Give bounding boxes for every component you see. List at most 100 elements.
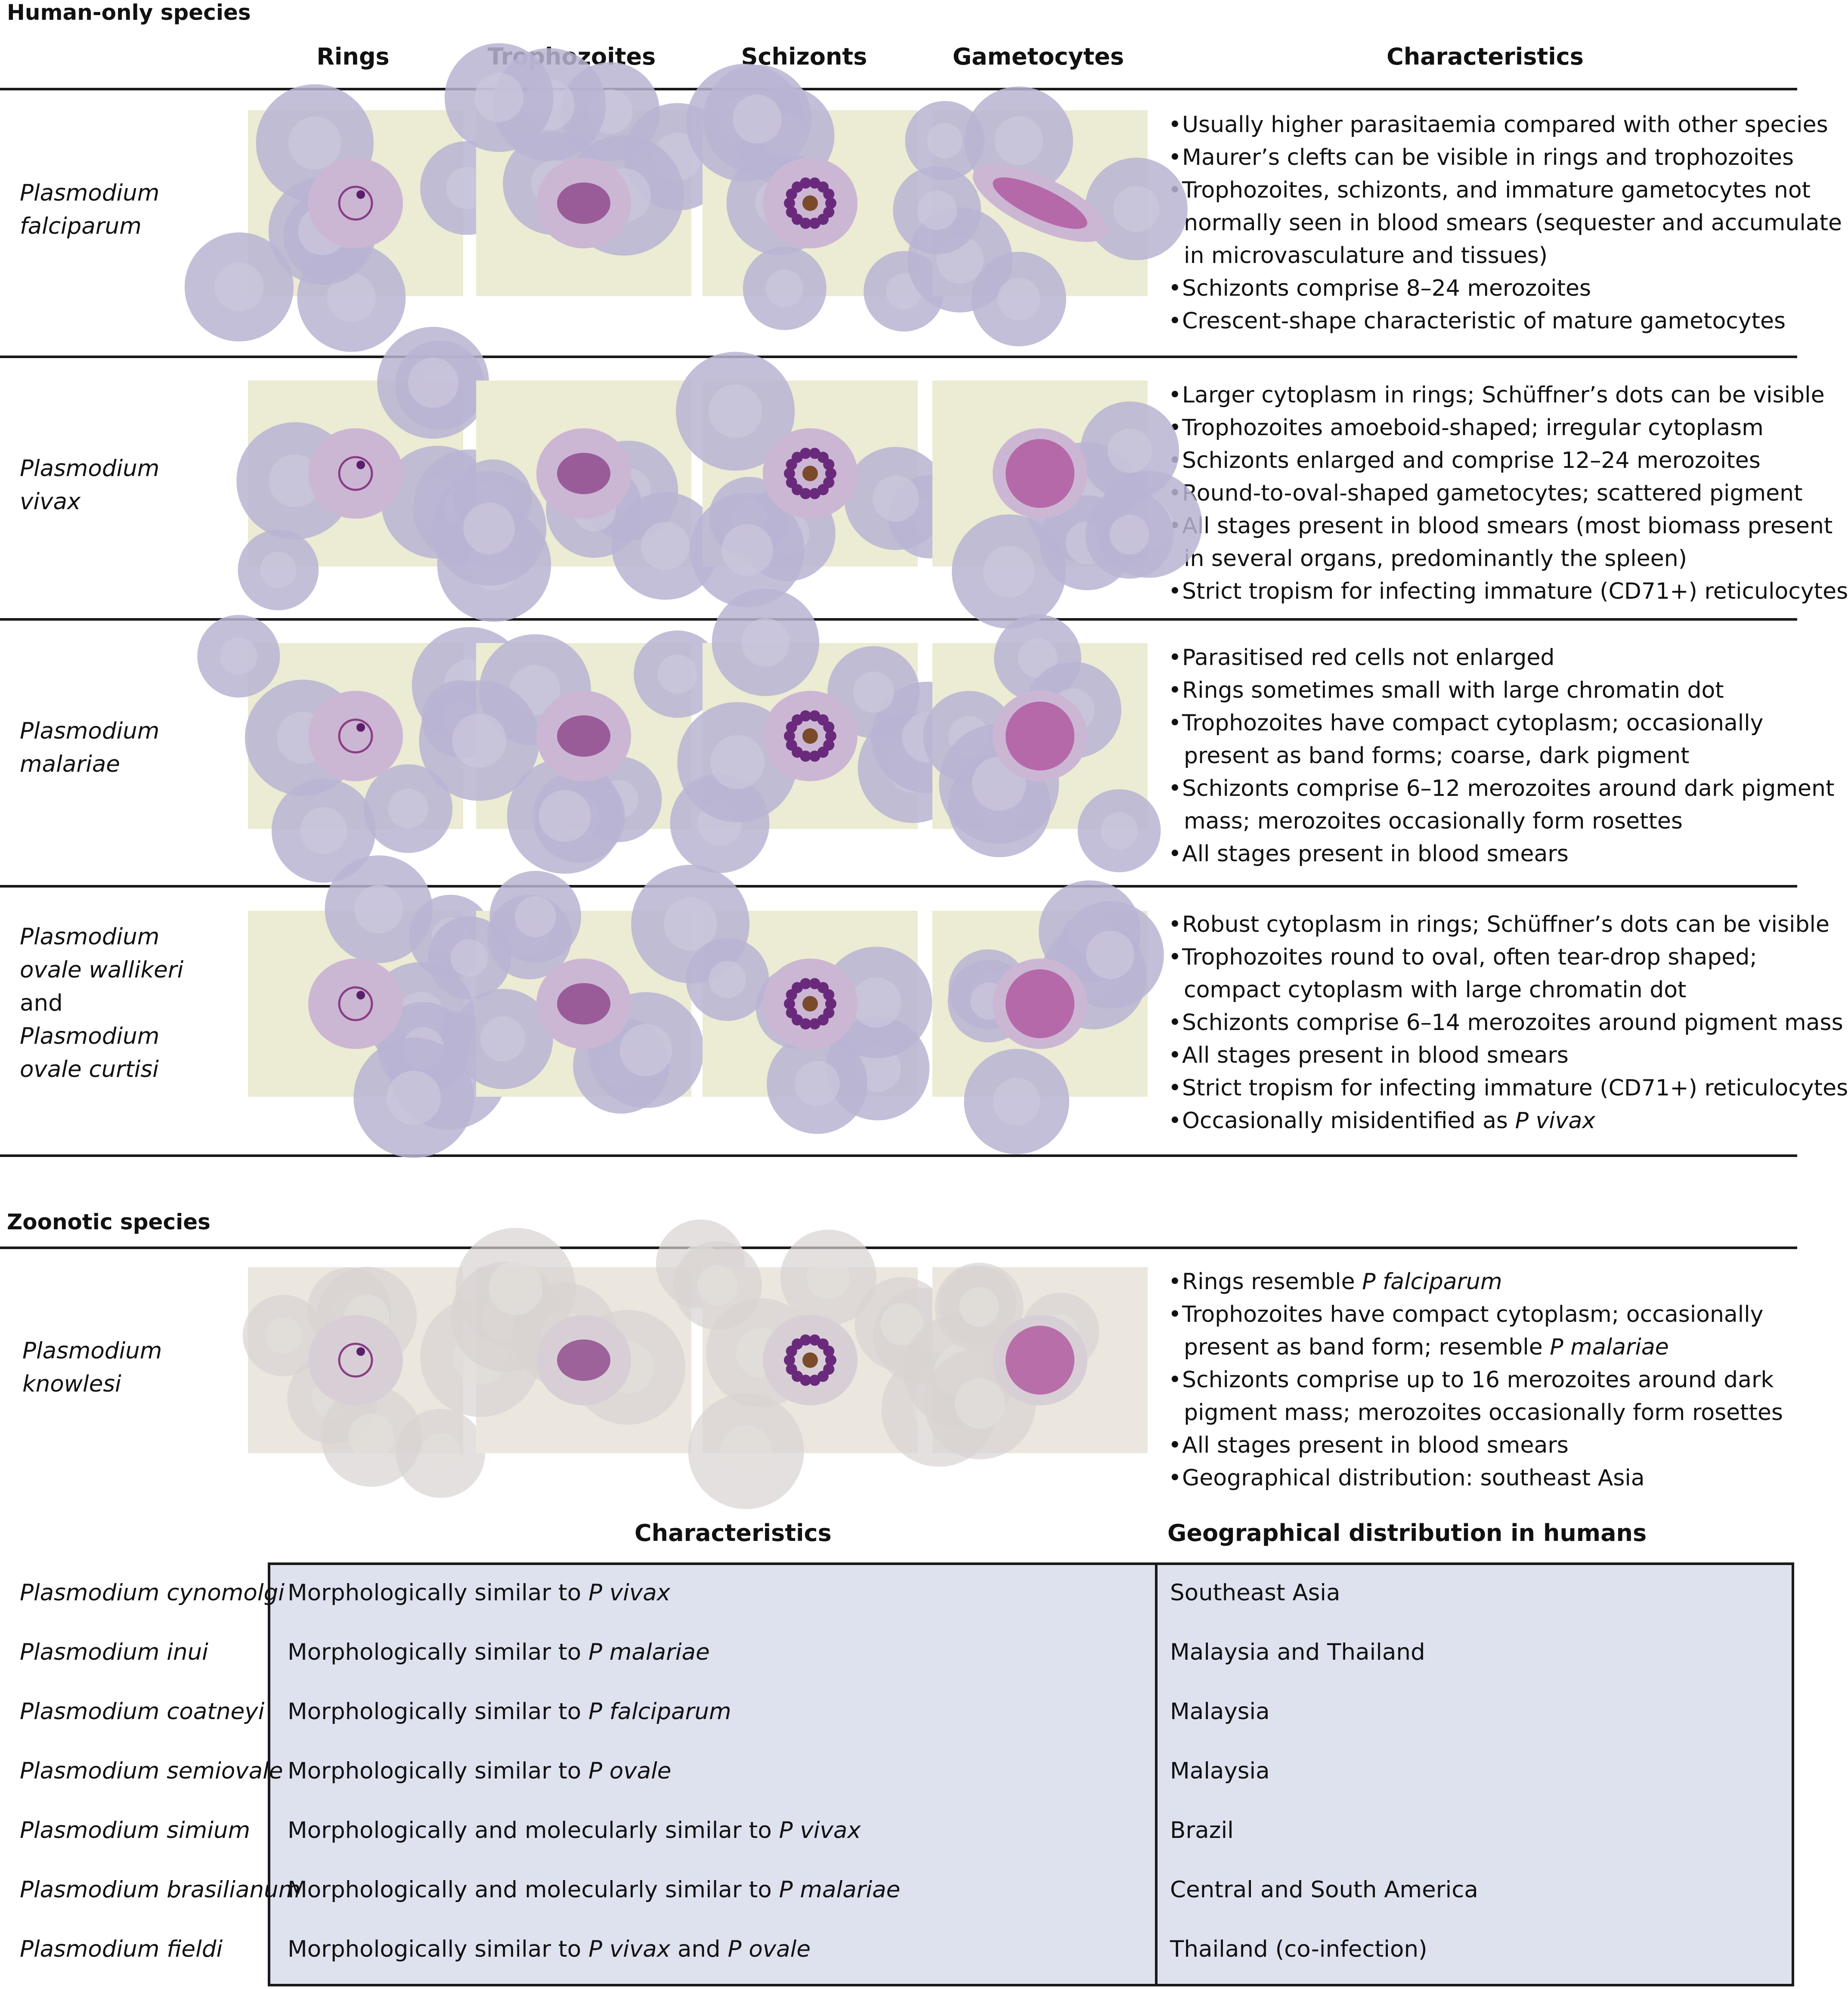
characteristic-text: Morphologically similar to [288,1936,588,1962]
species-label-malariae: Plasmodium malariae [20,715,159,781]
micrograph-malariae-gametocytes [923,614,1161,872]
characteristic-item: Rings sometimes small with large chromat… [1167,674,1796,707]
species-abbrev: P vivax [1515,1108,1596,1134]
micrograph-falciparum-gametocytes [893,86,1188,346]
characteristic-item: Trophozoites amoeboid-shaped; irregular … [1167,411,1796,444]
species-line: knowlesi [22,1371,121,1397]
characteristic-item: Schizonts comprise 8–24 merozoites [1167,272,1796,305]
characteristic-item: Maurer’s clefts can be visible in rings … [1167,141,1796,174]
characteristic-item: Trophozoites have compact cytoplasm; occ… [1167,707,1796,739]
table-species-label: Plasmodium fieldi [20,1936,223,1962]
micrograph-ovale-gametocytes [932,880,1164,1154]
characteristic-item: in several organs, predominantly the spl… [1184,546,1687,572]
species-abbrev: P vivax [588,1580,671,1606]
characteristic-text: Occasionally misidentified as [1182,1108,1515,1134]
characteristic-item: Trophozoites round to oval, often tear-d… [1167,941,1796,974]
characteristic-item: Usually higher parasitaemia compared wit… [1167,108,1828,141]
species-line: vivax [20,489,81,515]
table-header-characteristics: Characteristics [635,1519,832,1547]
row-rule [0,618,1797,621]
characteristic-item: Parasitised red cells not enlarged [1167,641,1796,674]
table-characteristic-cell: Morphologically and molecularly similar … [288,1817,861,1844]
characteristic-item: Strict tropism for infecting immature (C… [1167,1072,1848,1104]
table-species-label: Plasmodium simium [20,1817,251,1844]
micrograph-malariae-schizonts [670,588,983,873]
characteristic-text: Morphologically similar to [288,1758,588,1784]
characteristic-text: Morphologically and molecularly similar … [288,1877,779,1903]
characteristic-item: All stages present in blood smears [1167,838,1796,870]
characteristic-item: Larger cytoplasm in rings; Schüffner’s d… [1167,379,1825,411]
species-abbrev: P malariae [1550,1334,1669,1360]
micrograph-vivax-trophozoites [432,380,719,622]
column-header-gametocytes: Gametocytes [952,43,1124,70]
species-abbrev: P ovale [588,1758,672,1784]
micrograph-ovale-rings [248,855,508,1158]
species-label-falciparum: Plasmodium falciparum [20,176,159,243]
characteristic-item: Round-to-oval-shaped gametocytes; scatte… [1167,477,1802,510]
table-characteristic-cell: Morphologically similar to P vivax and P… [288,1936,811,1962]
table-species-label: Plasmodium inui [20,1639,208,1665]
characteristics-knowlesi: Rings resemble P falciparum Trophozoites… [1167,1265,1796,1494]
species-abbrev: P ovale [727,1936,811,1962]
species-line: malariae [20,751,120,777]
characteristic-item: compact cytoplasm with large chromatin d… [1184,977,1687,1003]
characteristic-text: Rings resemble [1182,1269,1362,1295]
characteristic-item: present as band form; resemble P malaria… [1167,1331,1796,1364]
micrograph-falciparum-schizonts [686,64,944,332]
characteristic-item: All stages present in blood smears (most… [1167,510,1833,542]
characteristics-ovale: Robust cytoplasm in rings; Schüffner’s d… [1167,908,1848,1137]
species-line: ovale wallikeri [20,957,184,983]
characteristics-vivax: Larger cytoplasm in rings; Schüffner’s d… [1167,379,1848,608]
row-rule [0,356,1797,358]
table-species-label: Plasmodium brasilianum [20,1877,301,1903]
characteristics-falciparum: Usually higher parasitaemia compared wit… [1167,108,1842,337]
characteristic-text: Morphologically similar to [288,1580,588,1606]
species-abbrev: P falciparum [588,1698,731,1725]
row-rule [0,1154,1797,1157]
characteristic-item: Schizonts enlarged and comprise 12–24 me… [1167,444,1796,477]
species-abbrev: P vivax [588,1936,671,1962]
table-characteristic-cell: Morphologically similar to P vivax [288,1580,670,1606]
table-species-label: Plasmodium semiovale [20,1758,283,1784]
micrograph-ovale-trophozoites [427,871,704,1114]
table-divider [1155,1562,1158,1986]
table-characteristic-cell: Morphologically and molecularly similar … [288,1877,900,1903]
table-species-label: Plasmodium coatneyi [20,1698,265,1725]
column-header-schizonts: Schizonts [741,43,867,70]
species-label-vivax: Plasmodium vivax [20,452,159,518]
section-title-human: Human-only species [7,0,251,25]
table-geography-cell: Thailand (co-infection) [1170,1936,1427,1962]
species-line: and [20,990,63,1016]
species-line: Plasmodium [20,455,160,482]
characteristic-item: Robust cytoplasm in rings; Schüffner’s d… [1167,908,1829,941]
species-abbrev: P malariae [588,1639,710,1665]
micrograph-vivax-rings [236,327,528,610]
micrograph-falciparum-trophozoites [444,43,731,296]
characteristic-item: mass; merozoites occasionally form roset… [1184,808,1683,834]
characteristic-item: Strict tropism for infecting immature (C… [1167,575,1848,608]
micrograph-knowlesi-trophozoites [420,1219,745,1453]
characteristic-item: normally seen in blood smears (sequester… [1184,210,1842,236]
table-geography-cell: Southeast Asia [1170,1580,1340,1606]
characteristic-item: Schizonts comprise 6–14 merozoites aroun… [1167,1006,1843,1039]
header-rule [0,88,1797,90]
species-abbrev: P vivax [779,1817,861,1844]
characteristic-text: present as band form; resemble [1184,1334,1550,1360]
species-label-ovale: Plasmodium ovale wallikeri and Plasmodiu… [20,920,183,1086]
micrograph-vivax-gametocytes [932,380,1202,629]
micrograph-vivax-schizonts [676,352,972,607]
section-title-zoonotic: Zoonotic species [7,1209,210,1234]
micrograph-falciparum-rings [184,84,514,352]
species-line: falciparum [20,213,142,239]
column-header-characteristics: Characteristics [1387,43,1584,70]
characteristic-item: Schizonts comprise up to 16 merozoites a… [1167,1364,1796,1396]
characteristic-item: Rings resemble P falciparum [1167,1265,1796,1298]
micrograph-knowlesi-gametocytes [881,1262,1148,1467]
table-geography-cell: Brazil [1170,1817,1234,1844]
characteristic-text: and [670,1936,728,1962]
species-line: Plasmodium [20,924,160,950]
row-rule [0,885,1797,888]
characteristic-text: Morphologically similar to [288,1639,588,1665]
table-characteristic-cell: Morphologically similar to P ovale [288,1758,671,1784]
header-rule [0,1247,1797,1249]
